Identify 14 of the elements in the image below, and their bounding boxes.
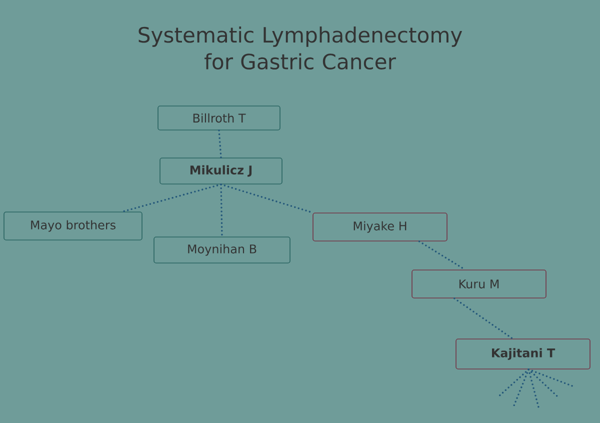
dotted-line bbox=[220, 184, 314, 214]
name-box: Billroth T bbox=[158, 106, 280, 130]
name-box: Moynihan B bbox=[154, 236, 290, 264]
name-box: Mikulicz J bbox=[160, 158, 282, 184]
dotted-line bbox=[528, 368, 576, 388]
name-box: Mayo brothers bbox=[4, 212, 142, 240]
dotted-line bbox=[218, 130, 222, 158]
dotted-line bbox=[528, 368, 559, 398]
name-box: Kuru M bbox=[412, 270, 546, 298]
dotted-line bbox=[453, 298, 514, 340]
name-box: Miyake H bbox=[312, 212, 448, 242]
title: Systematic Lymphadenectomy for Gastric Cancer bbox=[138, 26, 462, 70]
dotted-line bbox=[418, 240, 466, 270]
name-box: Kajitani T bbox=[456, 338, 590, 370]
